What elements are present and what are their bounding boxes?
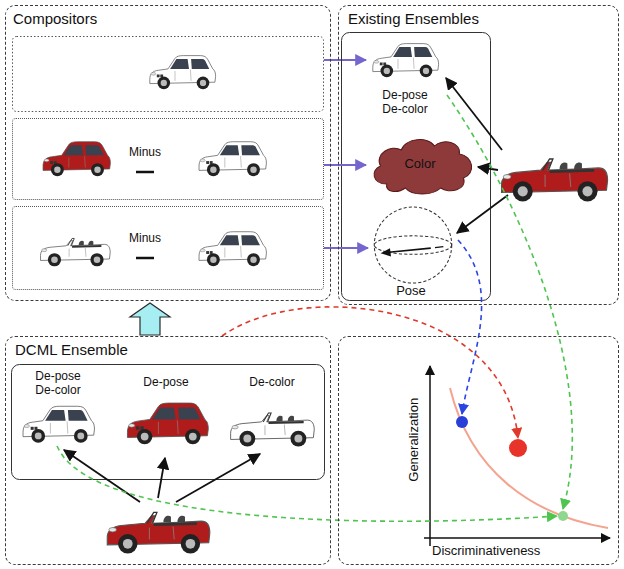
dashed-arrow [57,446,557,521]
car-red-convertible [502,159,608,201]
compositor-row [13,37,324,112]
tradeoff-curve [450,388,608,528]
factor-label: Pose [368,283,454,299]
mapping-arrow [176,454,260,502]
car-white [23,406,94,442]
ensemble-box [342,33,491,301]
text-slot: Minus [105,231,185,245]
panel-title: Existing Ensembles [348,10,568,28]
text-slot: Discriminativeness [432,543,592,559]
pose-arrow-head [381,248,391,256]
y-axis [429,366,431,546]
ensemble-member: De-pose De-color [14,366,102,446]
compositor-row: Minus [12,118,324,200]
ensemble-box [12,365,325,480]
text-slot: Existing Ensembles [348,10,568,28]
block-arrow [130,303,170,335]
text-slot: DCML Ensemble [15,341,235,359]
chart-panel: GeneralizationDiscriminativeness [338,336,619,565]
car-white [373,44,439,78]
operator-label: Minus [105,231,185,245]
point-green [558,511,568,521]
panel: MinusMinusCompositors [5,5,331,301]
text-slot: De-pose De-color [379,88,431,116]
pose-arrow [389,248,431,252]
pose-arrow-tail [435,247,443,248]
panel: De-pose De-colorColorPose Existing Ensemb… [338,5,619,305]
mapping-arrow [64,450,140,502]
mapping-arrow [446,78,502,150]
text-slot: Pose [368,283,454,299]
dashed-arrow [222,307,518,438]
member-label: De-pose De-color [379,88,431,116]
point-blue [456,416,468,428]
panel-title: Compositors [13,10,233,28]
text-slot: De-pose [116,375,216,389]
pose-sphere: Pose [368,204,458,303]
operator-label: Minus [105,145,185,159]
ensemble-member: De-pose De-color [363,34,447,120]
compositor-row: Minus [12,206,324,290]
mapping-arrow [158,458,165,498]
color-cloud: Color [366,134,478,196]
car-red [127,403,208,444]
member-label: De-color [222,375,322,389]
minus-sign [136,171,154,174]
text-slot: Generalization [406,390,422,490]
ensemble-member: De-color [222,366,326,448]
ensemble-member: De-pose [116,366,220,454]
member-label: De-pose [116,375,216,389]
panel: De-pose De-color De-pose De-color DCML Ense… [5,336,331,565]
car-white [199,232,266,266]
member-label: De-pose De-color [32,369,84,397]
text-slot: Minus [105,145,185,159]
car-red [43,142,110,176]
car-red-convertible [107,512,210,553]
car-white-convertible [231,413,315,446]
point-red [509,439,527,457]
car-white-convertible [41,238,111,266]
mapping-arrow [457,195,508,233]
axis-label: Discriminativeness [432,543,592,559]
car-white [199,142,266,176]
minus-sign [136,257,154,260]
axis-label: Generalization [406,390,422,490]
car-white [150,56,216,90]
panel-title: DCML Ensemble [15,341,235,359]
sphere-shape [374,207,451,283]
text-slot: De-pose De-color [32,369,84,397]
x-axis [424,537,610,539]
factor-label: Color [366,156,474,172]
dashed-arrow [458,240,482,414]
text-slot: Compositors [13,10,233,28]
mapping-arrow [478,167,498,170]
text-slot: Color [366,156,474,172]
text-slot: De-color [222,375,322,389]
